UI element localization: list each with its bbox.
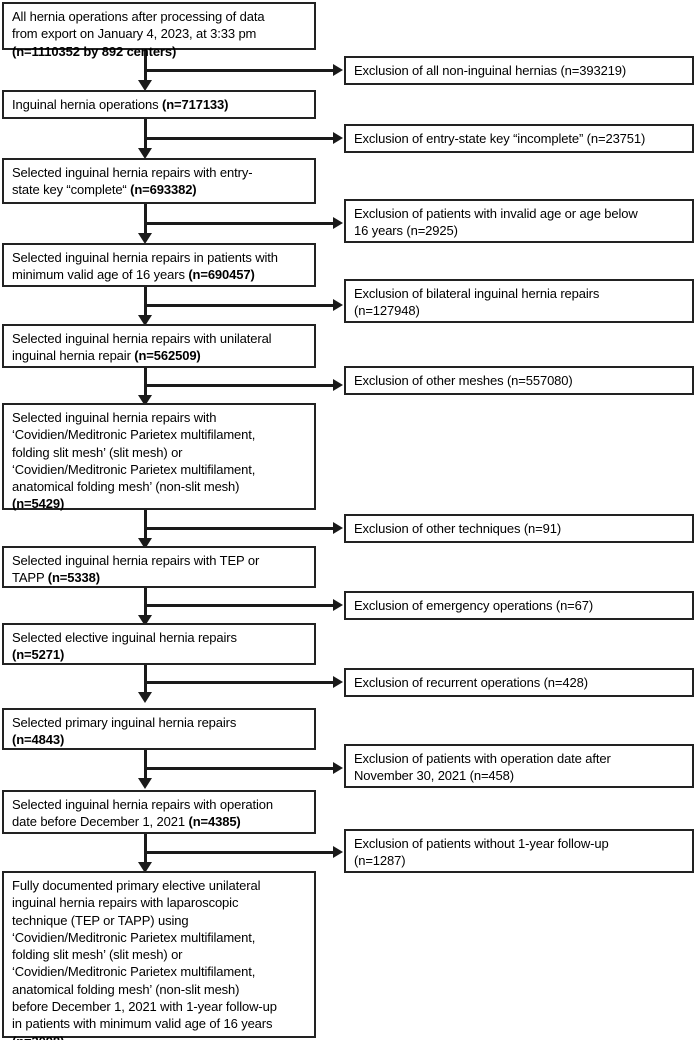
connector-arrow-down	[138, 538, 152, 549]
connector-arrow-right	[333, 676, 343, 688]
connector-arrow-right	[333, 132, 343, 144]
connector-arrow-right	[333, 522, 343, 534]
node-text-count: (n=690457)	[188, 267, 255, 283]
connector-arrow-down	[138, 862, 152, 873]
flow-node-final-cohort: Fully documented primary elective unilat…	[2, 871, 316, 1040]
flow-node-all-hernia-operations: All hernia operations after processing o…	[2, 2, 316, 59]
flow-node-primary-repairs: Selected primary inguinal hernia repairs…	[2, 708, 316, 750]
node-text-regular: Selected inguinal hernia repairs with ‘C…	[12, 410, 256, 495]
node-text-count: (n=562509)	[134, 348, 201, 364]
node-text-regular: Selected inguinal hernia repairs with op…	[12, 797, 274, 830]
connector-hline	[144, 767, 334, 770]
node-text-count: (n=717133)	[161, 97, 229, 112]
exclusion-node-other-meshes: Exclusion of other meshes (n=557080)	[344, 366, 694, 395]
connector-hline	[144, 384, 334, 387]
connector-arrow-right	[333, 217, 343, 229]
node-text-count: (n=5271)	[12, 647, 65, 663]
connector-hline	[144, 69, 334, 72]
exclusion-node-entry-state-incomplete: Exclusion of entry-state key “incomplete…	[344, 124, 694, 153]
flow-node-unilateral-repair: Selected inguinal hernia repairs with un…	[2, 324, 316, 368]
connector-hline	[144, 681, 334, 684]
flow-node-operation-date-before-dec-2021: Selected inguinal hernia repairs with op…	[2, 790, 316, 834]
exclusion-node-invalid-age: Exclusion of patients with invalid age o…	[344, 199, 694, 243]
node-text-regular: Selected primary inguinal hernia repairs	[12, 715, 237, 730]
connector-hline	[144, 304, 334, 307]
exclusion-node-bilateral: Exclusion of bilateral inguinal hernia r…	[344, 279, 694, 323]
connector-arrow-down	[138, 395, 152, 406]
node-text-regular: Selected inguinal hernia repairs with un…	[12, 331, 272, 364]
node-text-count: (n=5338)	[47, 570, 100, 586]
node-text-count: (n=4843)	[12, 732, 65, 748]
connector-arrow-right	[333, 64, 343, 76]
connector-hline	[144, 222, 334, 225]
node-text-count: (n=693382)	[130, 182, 197, 198]
node-text-count: (n=5429)	[12, 496, 65, 512]
exclusion-node-non-inguinal: Exclusion of all non-inguinal hernias (n…	[344, 56, 694, 85]
flow-node-elective-repairs: Selected elective inguinal hernia repair…	[2, 623, 316, 665]
connector-hline	[144, 604, 334, 607]
connector-arrow-down	[138, 615, 152, 626]
connector-arrow-down	[138, 233, 152, 244]
connector-arrow-right	[333, 762, 343, 774]
node-text-regular: Selected inguinal hernia repairs with TE…	[12, 553, 260, 586]
exclusion-node-emergency: Exclusion of emergency operations (n=67)	[344, 591, 694, 620]
connector-arrow-down	[138, 778, 152, 789]
connector-hline	[144, 527, 334, 530]
connector-arrow-right	[333, 379, 343, 391]
node-text-regular: Fully documented primary elective unilat…	[12, 878, 277, 1032]
node-text-regular: Selected inguinal hernia repairs with en…	[12, 165, 253, 198]
node-text-regular: Selected inguinal hernia repairs in pati…	[12, 250, 278, 283]
connector-arrow-right	[333, 299, 343, 311]
node-text-count: (n=1110352 by 892 centers)	[12, 43, 177, 59]
flow-node-parietex-mesh: Selected inguinal hernia repairs with ‘C…	[2, 403, 316, 512]
node-text-regular: Selected elective inguinal hernia repair…	[12, 630, 237, 645]
flow-node-inguinal-hernia-operations: Inguinal hernia operations (n=717133)	[2, 90, 316, 119]
connector-arrow-right	[333, 599, 343, 611]
exclusion-node-no-followup: Exclusion of patients without 1-year fol…	[344, 829, 694, 873]
node-text-regular: Inguinal hernia operations	[12, 97, 162, 112]
exclusion-node-other-techniques: Exclusion of other techniques (n=91)	[344, 514, 694, 543]
flow-node-entry-state-complete: Selected inguinal hernia repairs with en…	[2, 158, 316, 204]
connector-hline	[144, 851, 334, 854]
connector-arrow-down	[138, 692, 152, 703]
exclusion-node-recurrent: Exclusion of recurrent operations (n=428…	[344, 668, 694, 697]
connector-arrow-down	[138, 148, 152, 159]
connector-hline	[144, 137, 334, 140]
node-text-regular: All hernia operations after processing o…	[12, 9, 265, 42]
connector-arrow-down	[138, 80, 152, 91]
connector-arrow-right	[333, 846, 343, 858]
flow-node-tep-or-tapp: Selected inguinal hernia repairs with TE…	[2, 546, 316, 588]
exclusion-node-operation-date-after: Exclusion of patients with operation dat…	[344, 744, 694, 788]
node-text-count: (n=4385)	[188, 814, 241, 830]
connector-arrow-down	[138, 315, 152, 326]
flow-node-minimum-valid-age-16: Selected inguinal hernia repairs in pati…	[2, 243, 316, 287]
node-text-count: (n=3098)	[12, 1034, 64, 1040]
